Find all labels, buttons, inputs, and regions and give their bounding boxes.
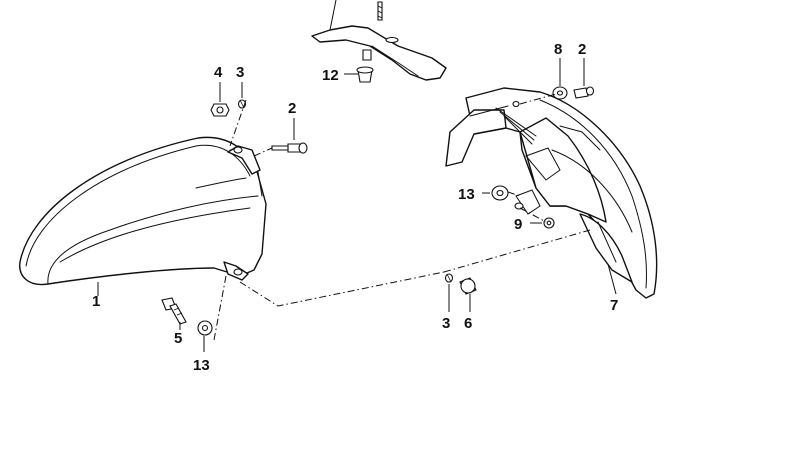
washer-13-rear — [491, 185, 509, 201]
callout-12: 12 — [322, 67, 339, 84]
callout-7: 7 — [610, 297, 618, 314]
callout-6: 6 — [464, 315, 472, 332]
callout-3-upper: 3 — [236, 64, 244, 81]
spring-washer-3-lower — [444, 273, 454, 283]
callout-9: 9 — [514, 216, 522, 233]
screw-2-left — [271, 142, 308, 154]
upper-screw — [377, 1, 383, 21]
leader-lines — [97, 58, 617, 352]
washer-9 — [543, 217, 555, 229]
callout-labels: 1 2 2 3 3 4 5 6 7 8 9 12 13 13 — [92, 41, 618, 374]
plug-nut-12 — [356, 49, 374, 83]
callout-4: 4 — [214, 64, 223, 81]
upper-bracket — [311, 0, 447, 81]
callout-3-lower: 3 — [442, 315, 450, 332]
bolt-5 — [161, 297, 187, 325]
washer-8 — [552, 86, 568, 100]
callout-5: 5 — [174, 330, 182, 347]
nut-4 — [210, 103, 230, 117]
callout-8: 8 — [554, 41, 562, 58]
callout-1: 1 — [92, 293, 100, 310]
washer-13-front — [197, 320, 213, 336]
callout-13-rear: 13 — [458, 186, 475, 203]
assembly-lines — [213, 93, 591, 341]
callout-2-left: 2 — [288, 100, 296, 117]
screw-2-right — [573, 86, 595, 99]
callout-2-right: 2 — [578, 41, 586, 58]
rear-mudguard — [445, 87, 658, 299]
callout-13-front: 13 — [193, 357, 210, 374]
front-mudguard — [19, 136, 267, 286]
cap-nut-6 — [459, 277, 477, 295]
